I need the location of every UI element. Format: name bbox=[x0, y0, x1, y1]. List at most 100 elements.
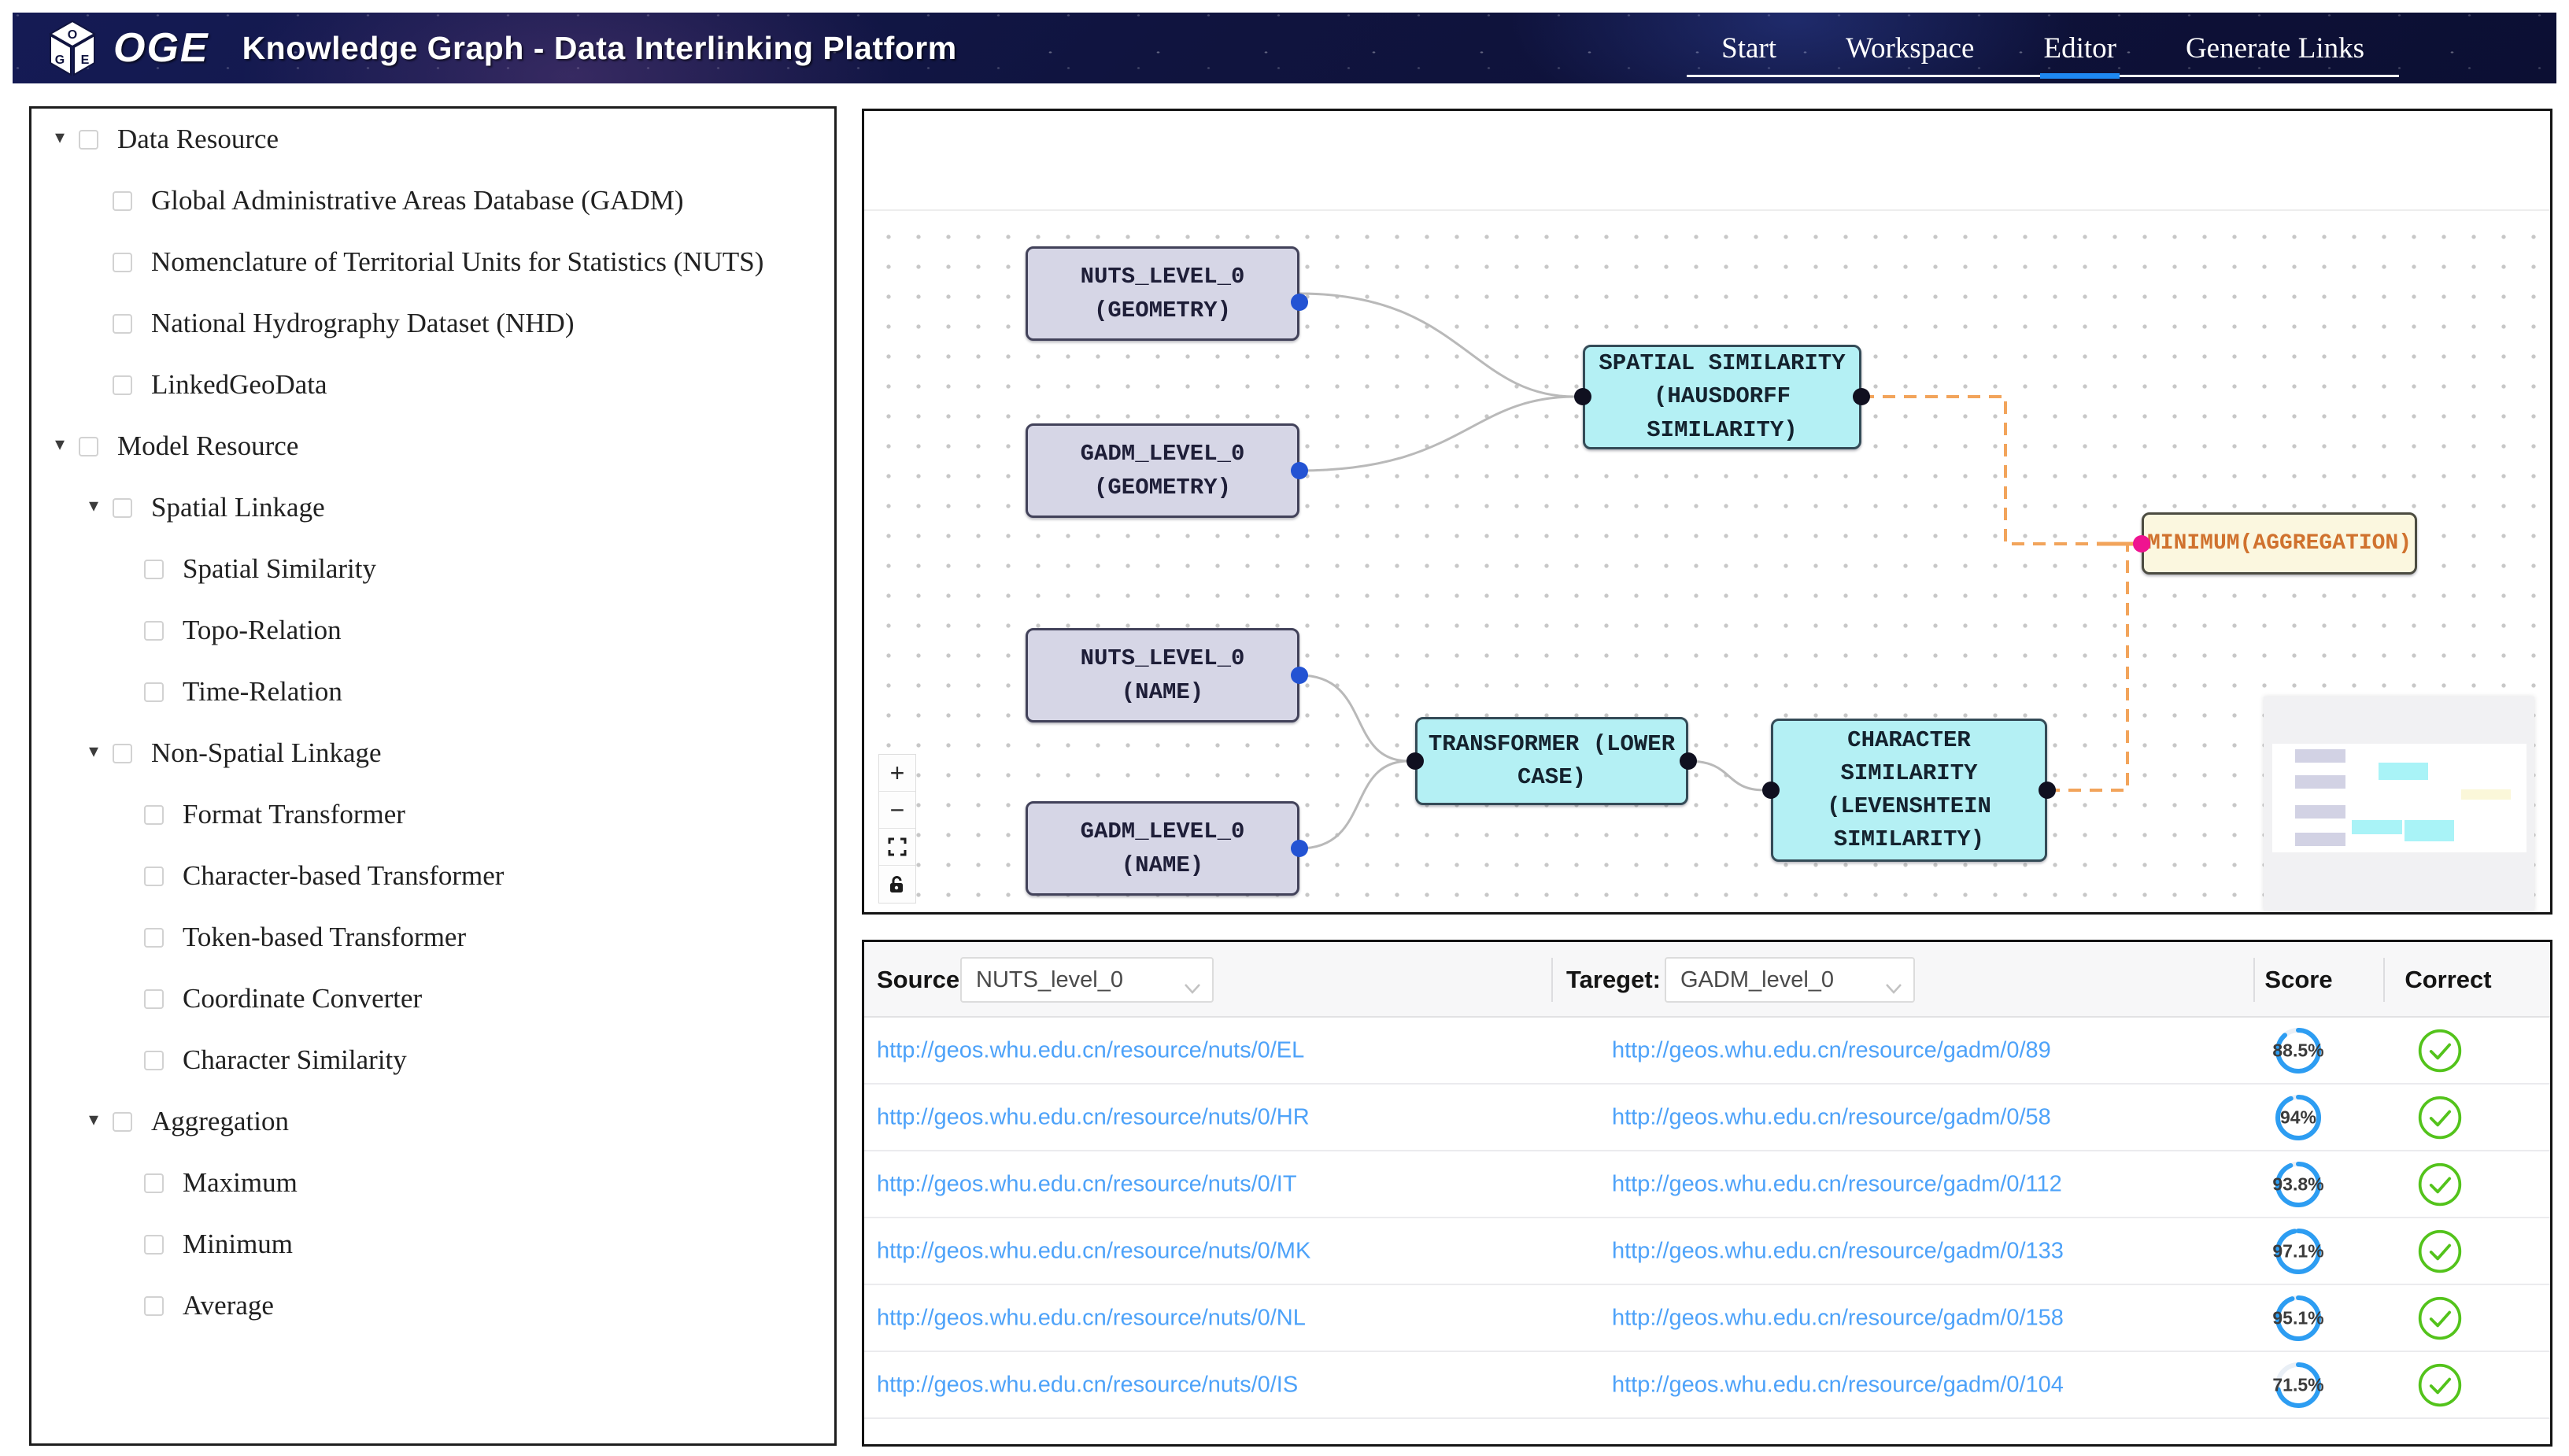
table-row: http://geos.whu.edu.cn/resource/nuts/0/E… bbox=[864, 1018, 2550, 1085]
tree-item[interactable]: Topo-Relation bbox=[31, 600, 834, 661]
port-out-spatial[interactable] bbox=[1853, 388, 1870, 405]
source-link[interactable]: http://geos.whu.edu.cn/resource/nuts/0/H… bbox=[877, 1104, 1310, 1129]
checkbox[interactable] bbox=[144, 559, 164, 579]
checkbox[interactable] bbox=[113, 497, 132, 518]
source-link[interactable]: http://geos.whu.edu.cn/resource/nuts/0/N… bbox=[877, 1305, 1306, 1330]
tree-item[interactable]: Time-Relation bbox=[31, 661, 834, 722]
checkbox[interactable] bbox=[79, 436, 98, 456]
score-ring: 97.1% bbox=[2272, 1226, 2324, 1277]
tree-item[interactable]: Average bbox=[31, 1275, 834, 1336]
checkbox[interactable] bbox=[144, 927, 164, 948]
port-out-gadmname[interactable] bbox=[1291, 840, 1308, 857]
node-nuts-level0-geometry[interactable]: NUTS_LEVEL_0 (GEOMETRY) bbox=[1026, 246, 1299, 341]
caret-down-icon[interactable]: ▾ bbox=[89, 741, 99, 762]
port-in-character[interactable] bbox=[1762, 782, 1780, 799]
target-link[interactable]: http://geos.whu.edu.cn/resource/gadm/0/1… bbox=[1612, 1372, 2064, 1397]
port-out-gadmgeom[interactable] bbox=[1291, 462, 1308, 479]
node-transformer-lowercase[interactable]: TRANSFORMER (LOWER CASE) bbox=[1415, 717, 1688, 805]
tree-item[interactable]: Minimum bbox=[31, 1214, 834, 1275]
checkbox[interactable] bbox=[144, 1295, 164, 1316]
tree-item[interactable]: ▾Spatial Linkage bbox=[31, 477, 834, 538]
source-link[interactable]: http://geos.whu.edu.cn/resource/nuts/0/E… bbox=[877, 1037, 1305, 1062]
target-link[interactable]: http://geos.whu.edu.cn/resource/gadm/0/1… bbox=[1612, 1171, 2062, 1196]
node-minimum-aggregation[interactable]: MINIMUM(AGGREGATION) bbox=[2142, 512, 2417, 575]
checkbox[interactable] bbox=[144, 989, 164, 1009]
tree-item[interactable]: Maximum bbox=[31, 1152, 834, 1214]
caret-down-icon[interactable]: ▾ bbox=[55, 127, 65, 148]
checkbox[interactable] bbox=[113, 190, 132, 211]
checkbox[interactable] bbox=[79, 129, 98, 150]
tree-item[interactable]: Format Transformer bbox=[31, 784, 834, 845]
checkbox[interactable] bbox=[113, 313, 132, 334]
target-link[interactable]: http://geos.whu.edu.cn/resource/gadm/0/5… bbox=[1612, 1104, 2051, 1129]
node-spatial-similarity[interactable]: SPATIAL SIMILARITY (HAUSDORFF SIMILARITY… bbox=[1583, 345, 1861, 449]
tree-item[interactable]: Token-based Transformer bbox=[31, 907, 834, 968]
target-link[interactable]: http://geos.whu.edu.cn/resource/gadm/0/1… bbox=[1612, 1305, 2064, 1330]
checkbox[interactable] bbox=[113, 743, 132, 763]
port-out-character[interactable] bbox=[2039, 782, 2056, 799]
checkbox[interactable] bbox=[113, 1111, 132, 1132]
node-character-similarity[interactable]: CHARACTER SIMILARITY (LEVENSHTEIN SIMILA… bbox=[1771, 719, 2047, 862]
tree-item[interactable]: ▾Data Resource bbox=[31, 109, 834, 170]
source-link[interactable]: http://geos.whu.edu.cn/resource/nuts/0/M… bbox=[877, 1238, 1311, 1263]
node-nuts-level0-name[interactable]: NUTS_LEVEL_0 (NAME) bbox=[1026, 628, 1299, 722]
checkbox[interactable] bbox=[144, 1050, 164, 1070]
caret-down-icon[interactable]: ▾ bbox=[55, 434, 65, 455]
oge-logo-icon: O G E bbox=[47, 20, 98, 76]
checkbox[interactable] bbox=[144, 866, 164, 886]
tree-item[interactable]: Coordinate Converter bbox=[31, 968, 834, 1029]
node-gadm-level0-name[interactable]: GADM_LEVEL_0 (NAME) bbox=[1026, 801, 1299, 896]
target-select[interactable]: GADM_level_0 bbox=[1665, 957, 1915, 1003]
minimap[interactable] bbox=[2264, 697, 2534, 911]
checkbox[interactable] bbox=[144, 682, 164, 702]
checkbox[interactable] bbox=[113, 375, 132, 395]
checkbox[interactable] bbox=[144, 620, 164, 641]
port-out-nutsname[interactable] bbox=[1291, 667, 1308, 684]
target-link[interactable]: http://geos.whu.edu.cn/resource/gadm/0/1… bbox=[1612, 1238, 2064, 1263]
zoom-in-button[interactable]: + bbox=[879, 755, 915, 792]
navbar: O G E OGE Knowledge Graph - Data Interli… bbox=[13, 13, 2556, 83]
tree-item[interactable]: ▾Aggregation bbox=[31, 1091, 834, 1152]
tree-item[interactable]: Character-based Transformer bbox=[31, 845, 834, 907]
minimap-node bbox=[2295, 805, 2345, 819]
port-out-nutsgeom[interactable] bbox=[1291, 294, 1308, 311]
port-in-minimum[interactable] bbox=[2133, 535, 2150, 552]
caret-down-icon[interactable]: ▾ bbox=[89, 1109, 99, 1130]
node-gadm-level0-geometry[interactable]: GADM_LEVEL_0 (GEOMETRY) bbox=[1026, 423, 1299, 518]
minimap-node bbox=[2295, 833, 2345, 846]
lock-button[interactable] bbox=[879, 866, 915, 903]
checkbox[interactable] bbox=[113, 252, 132, 272]
tree-item[interactable]: ▾Model Resource bbox=[31, 416, 834, 477]
caret-down-icon[interactable]: ▾ bbox=[89, 495, 99, 516]
source-link[interactable]: http://geos.whu.edu.cn/resource/nuts/0/I… bbox=[877, 1372, 1299, 1397]
minimap-node bbox=[2352, 820, 2402, 834]
tree-item[interactable]: Nomenclature of Territorial Units for St… bbox=[31, 231, 834, 293]
nav-item-workspace[interactable]: Workspace bbox=[1846, 31, 1975, 65]
tree-item[interactable]: Global Administrative Areas Database (GA… bbox=[31, 170, 834, 231]
links-table-panel: Source: NUTS_level_0 Tareget: GADM_level… bbox=[862, 940, 2552, 1447]
score-ring: 88.5% bbox=[2272, 1025, 2324, 1076]
nav-item-start[interactable]: Start bbox=[1721, 31, 1777, 65]
target-link[interactable]: http://geos.whu.edu.cn/resource/gadm/0/8… bbox=[1612, 1037, 2051, 1062]
tree-item[interactable]: National Hydrography Dataset (NHD) bbox=[31, 293, 834, 354]
source-select[interactable]: NUTS_level_0 bbox=[960, 957, 1214, 1003]
tree-item-label: Character Similarity bbox=[183, 1044, 407, 1075]
nav-item-editor[interactable]: Editor bbox=[2009, 13, 2150, 83]
source-label: Source: bbox=[877, 966, 968, 993]
tree-item[interactable]: LinkedGeoData bbox=[31, 354, 834, 416]
tree-item[interactable]: Spatial Similarity bbox=[31, 538, 834, 600]
zoom-out-button[interactable]: − bbox=[879, 792, 915, 829]
checkbox[interactable] bbox=[144, 804, 164, 825]
checkbox[interactable] bbox=[144, 1173, 164, 1193]
score-ring: 94% bbox=[2273, 1092, 2323, 1143]
port-in-spatial[interactable] bbox=[1574, 388, 1591, 405]
checkbox[interactable] bbox=[144, 1234, 164, 1255]
tree-item[interactable]: ▾Non-Spatial Linkage bbox=[31, 722, 834, 784]
score-value: 97.1% bbox=[2272, 1240, 2324, 1261]
source-link[interactable]: http://geos.whu.edu.cn/resource/nuts/0/I… bbox=[877, 1171, 1297, 1196]
tree-item[interactable]: Character Similarity bbox=[31, 1029, 834, 1091]
port-out-transformer[interactable] bbox=[1680, 752, 1697, 770]
port-in-transformer[interactable] bbox=[1406, 752, 1424, 770]
fit-view-button[interactable] bbox=[879, 829, 915, 866]
nav-item-generate-links[interactable]: Generate Links bbox=[2185, 31, 2364, 65]
